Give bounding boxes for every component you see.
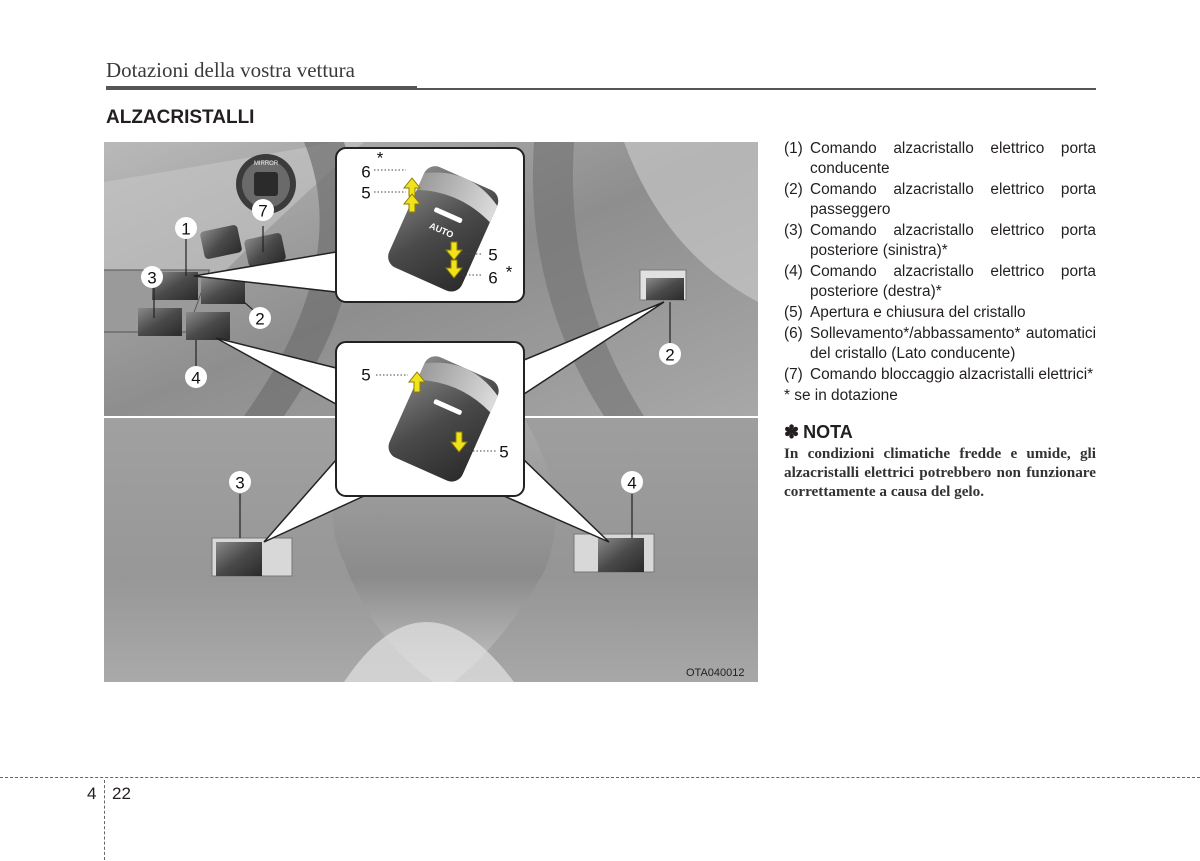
list-item: (3) Comando alzacristallo elettrico porta… xyxy=(784,221,1096,261)
callout-7: 7 xyxy=(258,202,267,221)
callout-circles xyxy=(141,199,681,493)
callout-4: 4 xyxy=(191,369,200,388)
section-title: Dotazioni della vostra vettura xyxy=(106,58,355,82)
page-number: 22 xyxy=(112,784,131,803)
rear-left-door-switch xyxy=(216,542,262,576)
item-number: (4) xyxy=(784,263,803,280)
arrow-down-bottom xyxy=(449,431,469,453)
inset-top-label-5: 5 xyxy=(361,184,370,203)
note-body: In condizioni climatiche fredde e umide,… xyxy=(784,445,1096,500)
power-window-illustration: MIRROR xyxy=(56,142,758,682)
inset-top-asterisk-b: * xyxy=(506,263,513,282)
page-chapter: 4 xyxy=(87,784,97,803)
page-heading: ALZACRISTALLI xyxy=(106,107,255,128)
item-number: (6) xyxy=(784,325,803,342)
header-rule-thin xyxy=(417,88,1096,90)
figure-code: OTA040012 xyxy=(686,667,745,679)
section-header: Dotazioni della vostra vettura xyxy=(106,58,1096,94)
note-star-icon: ✽ xyxy=(784,422,800,442)
item-number: (2) xyxy=(784,181,803,198)
item-number: (3) xyxy=(784,222,803,239)
rear-left-window-switch xyxy=(138,308,182,336)
callout-3-lower: 3 xyxy=(235,474,244,493)
passenger-window-switch xyxy=(201,278,245,304)
list-item: (5) Apertura e chiusura del cristallo xyxy=(784,303,1096,323)
arrow-up-bottom xyxy=(407,371,427,393)
door-panel-right-highlight xyxy=(624,142,758,302)
inset-top-label-6: 6 xyxy=(361,163,370,182)
inset-top-label-6b: 6 xyxy=(488,269,497,288)
center-seat-highlight xyxy=(344,622,514,682)
rear-right-door-switch xyxy=(598,538,644,572)
lock-switch-left xyxy=(200,225,242,259)
inset-bottom-label-5: 5 xyxy=(361,366,370,385)
list-item: (2) Comando alzacristallo elettrico porta… xyxy=(784,180,1096,220)
note-title-text: NOTA xyxy=(803,422,853,442)
note-title: ✽ NOTA xyxy=(784,422,1096,442)
item-text: Comando alzacristallo elettrico porta co… xyxy=(810,140,1096,177)
item-text: Comando alzacristallo elettrico porta po… xyxy=(810,263,1096,300)
item-number: (5) xyxy=(784,304,803,321)
callout-4-lower: 4 xyxy=(627,474,636,493)
callout-1: 1 xyxy=(181,220,190,239)
item-number: (1) xyxy=(784,140,803,157)
door-armrest-left xyxy=(244,142,356,416)
inset-top-asterisk: * xyxy=(377,149,384,168)
list-item: (1) Comando alzacristallo elettrico porta… xyxy=(784,139,1096,179)
window-lock-switch xyxy=(244,233,286,267)
inset-top-label-5b: 5 xyxy=(488,246,497,265)
door-armrest-right xyxy=(532,142,644,416)
mirror-label: MIRROR xyxy=(254,161,279,167)
driver-auto-switch: AUTO xyxy=(388,166,499,292)
callout-2-right: 2 xyxy=(665,346,674,365)
list-item: (4) Comando alzacristallo elettrico porta… xyxy=(784,262,1096,302)
text-column: (1) Comando alzacristallo elettrico porta… xyxy=(784,139,1096,501)
callout-2: 2 xyxy=(255,310,264,329)
arrows-down-top xyxy=(444,241,464,279)
list-item: (7) Comando bloccaggio alzacristalli elet… xyxy=(784,365,1096,385)
mirror-joystick xyxy=(254,172,278,196)
item-text: Comando alzacristallo elettrico porta po… xyxy=(810,222,1096,259)
item-text: Comando bloccaggio alzacristalli elettri… xyxy=(810,366,1094,383)
inset-bottom-label-5b: 5 xyxy=(499,443,508,462)
footer-vertical-divider xyxy=(104,780,105,860)
footer-divider xyxy=(0,777,1200,778)
item-number: (7) xyxy=(784,366,803,383)
item-text: Sollevamento*/abbassamento* automatici d… xyxy=(810,325,1096,362)
item-text: Comando alzacristallo elettrico porta pa… xyxy=(810,181,1096,218)
list-item: (6) Sollevamento*/abbassamento* automatic… xyxy=(784,324,1096,364)
inset-leaders-bottom xyxy=(376,374,496,452)
callout-leaders xyxy=(153,226,671,538)
rear-right-window-switch xyxy=(186,312,230,340)
passenger-door-switch xyxy=(646,278,684,300)
callout-3: 3 xyxy=(147,269,156,288)
footnote: * se in dotazione xyxy=(784,387,898,404)
arrows-up-top xyxy=(402,177,422,213)
item-text: Apertura e chiusura del cristallo xyxy=(810,304,1026,321)
header-rule-thick xyxy=(106,86,417,90)
